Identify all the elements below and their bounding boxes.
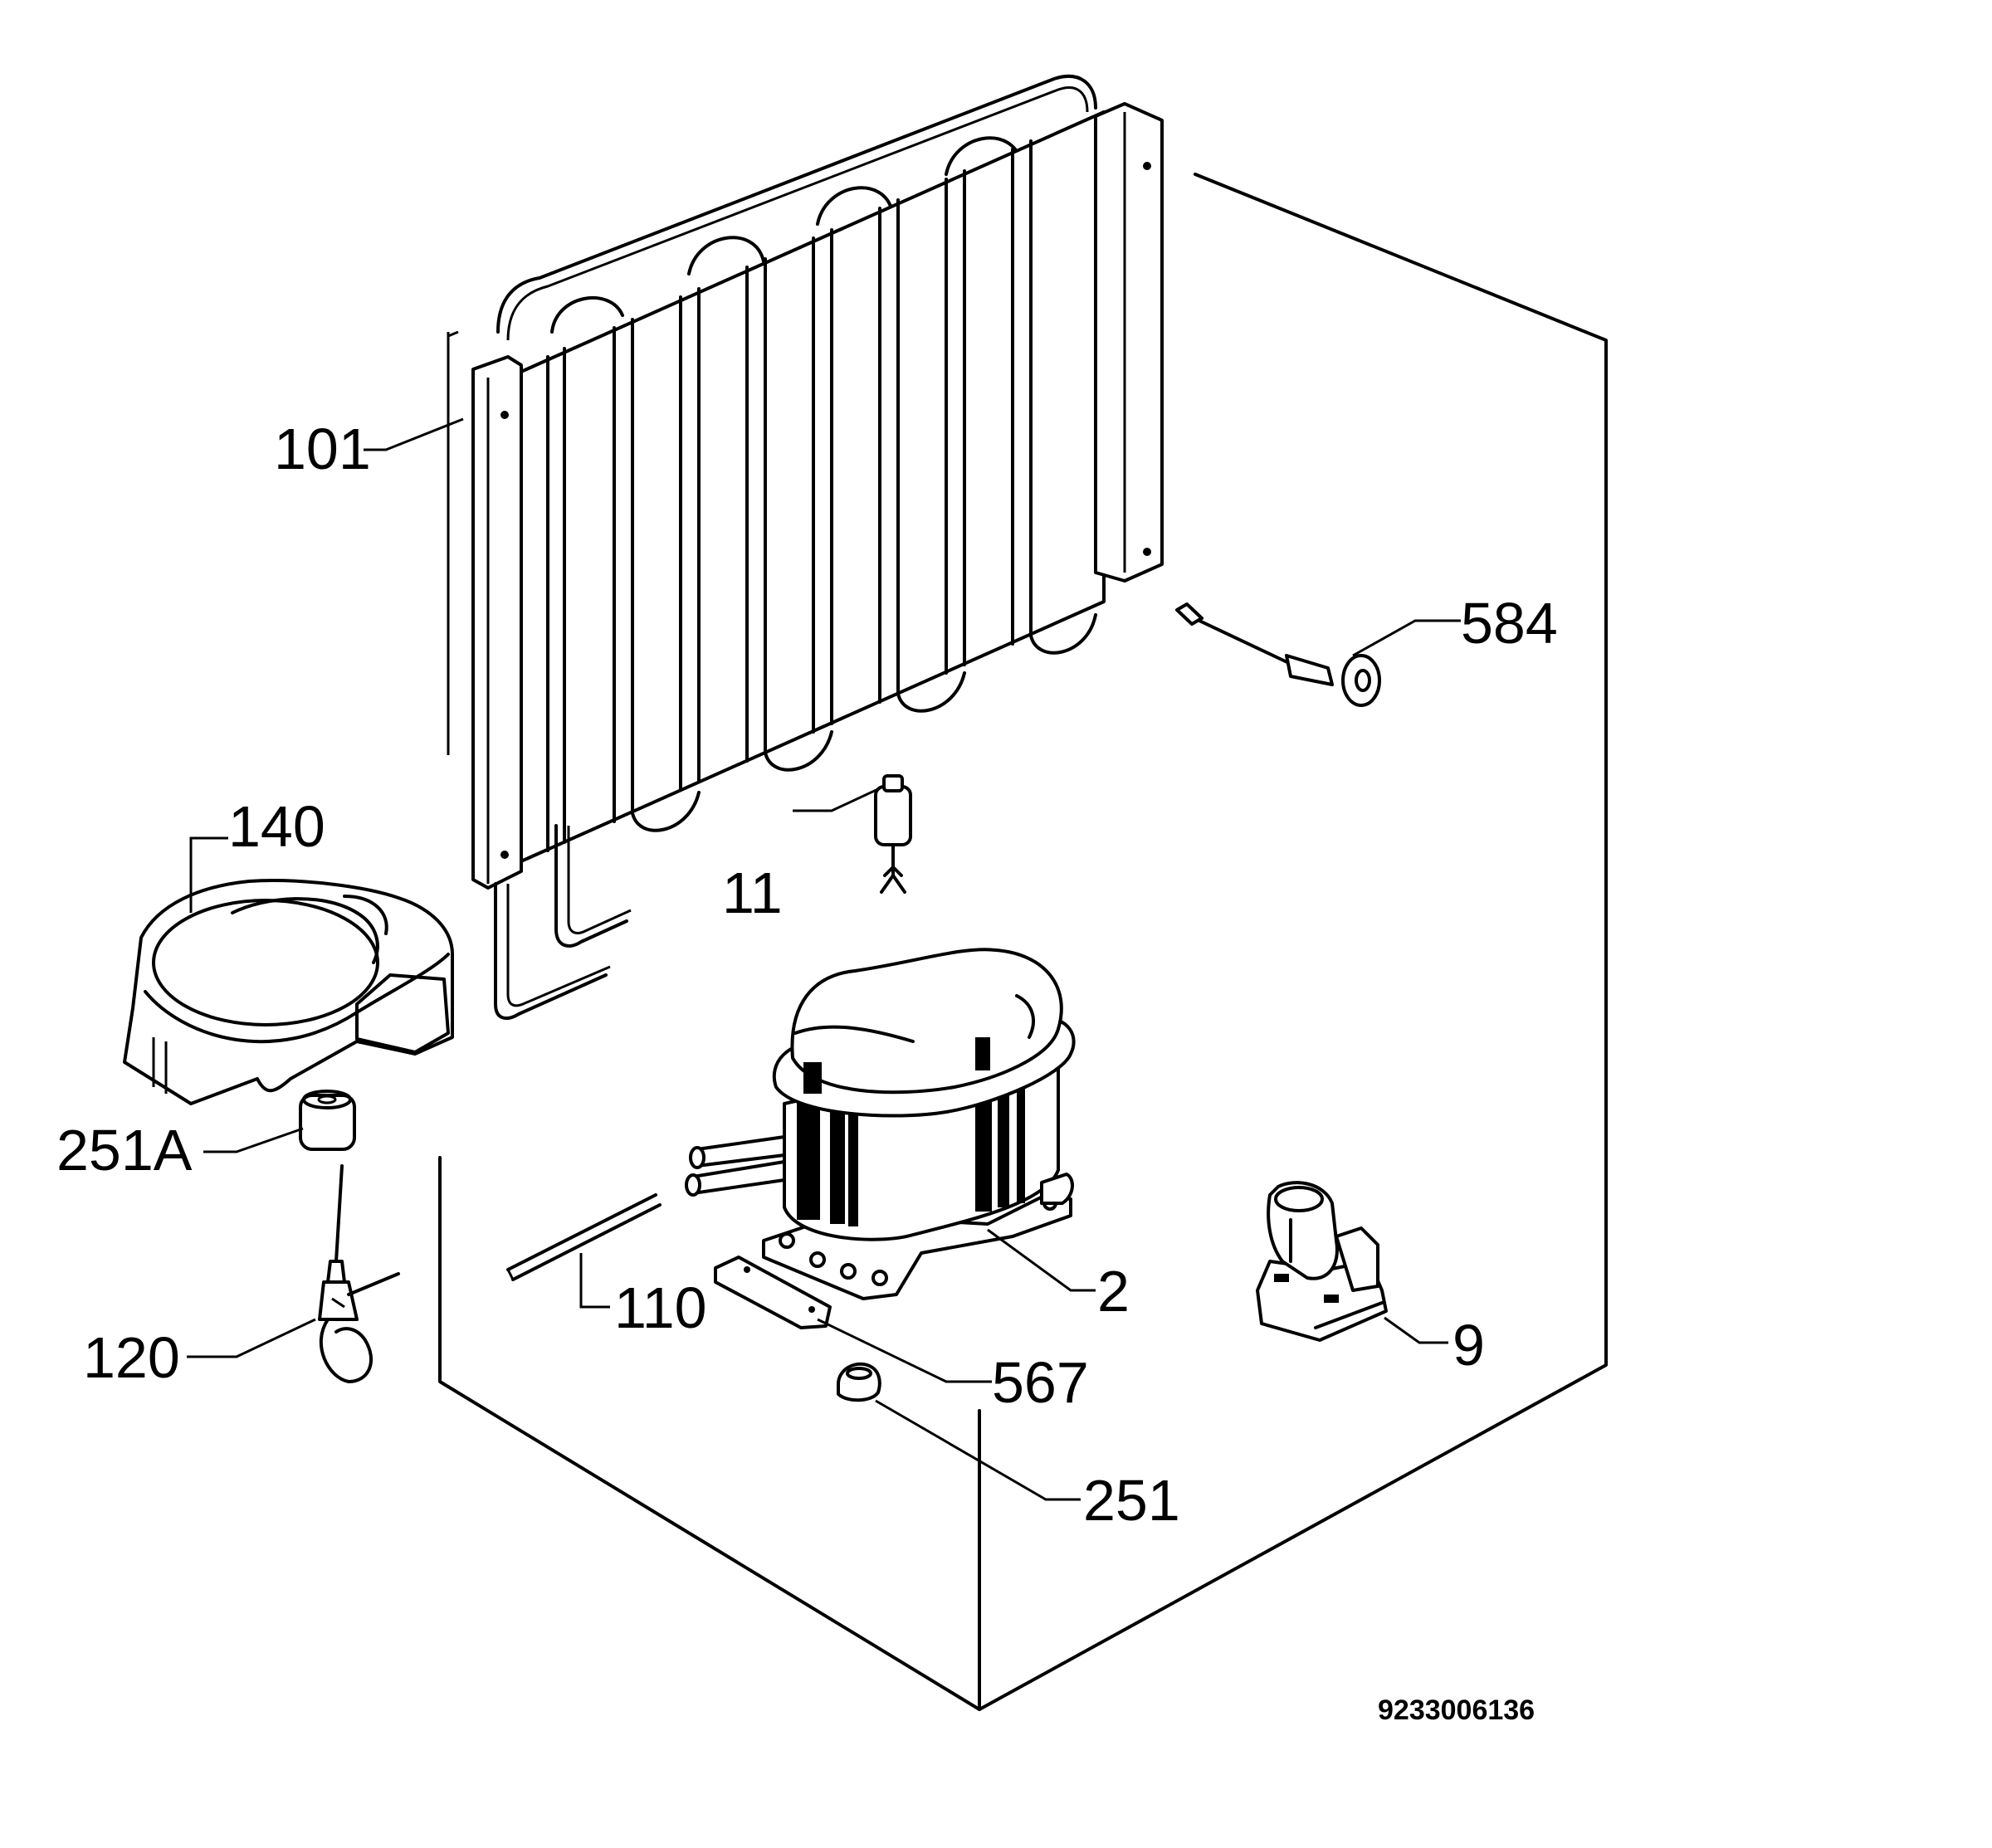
callout-140: 140 bbox=[228, 794, 325, 859]
part-11-filter bbox=[874, 774, 912, 894]
part-140-drip-tray bbox=[123, 879, 454, 1105]
part-2-compressor bbox=[685, 948, 1076, 1300]
document-number: 9233006136 bbox=[1378, 1694, 1535, 1726]
callout-120: 120 bbox=[83, 1325, 180, 1390]
callout-101: 101 bbox=[274, 417, 371, 481]
part-584-pin bbox=[1175, 602, 1381, 707]
part-251a-grommet bbox=[299, 1090, 356, 1151]
callout-labels: 101 584 140 11 251A 110 2 120 9 567 251 bbox=[56, 417, 1558, 1533]
part-9-relay bbox=[1256, 1181, 1388, 1342]
condenser-left-bracket bbox=[471, 355, 523, 890]
callout-251: 251 bbox=[1083, 1468, 1180, 1533]
callout-567: 567 bbox=[992, 1350, 1089, 1415]
callout-251a: 251A bbox=[56, 1118, 193, 1182]
callout-2: 2 bbox=[1097, 1259, 1130, 1324]
condenser bbox=[447, 74, 1164, 1020]
part-110-tube bbox=[506, 1193, 662, 1281]
callout-584: 584 bbox=[1461, 591, 1558, 656]
condenser-right-bracket bbox=[1094, 102, 1164, 583]
leader-lines bbox=[187, 417, 1461, 1501]
part-567-plate bbox=[714, 1256, 832, 1329]
callout-11: 11 bbox=[722, 861, 783, 925]
condenser-fin-panel bbox=[506, 110, 1106, 869]
condenser-tubes bbox=[546, 139, 1033, 852]
part-120-probe bbox=[318, 1164, 400, 1383]
callout-110: 110 bbox=[614, 1275, 707, 1340]
part-251-grommet bbox=[837, 1362, 881, 1402]
callout-9: 9 bbox=[1452, 1313, 1485, 1377]
